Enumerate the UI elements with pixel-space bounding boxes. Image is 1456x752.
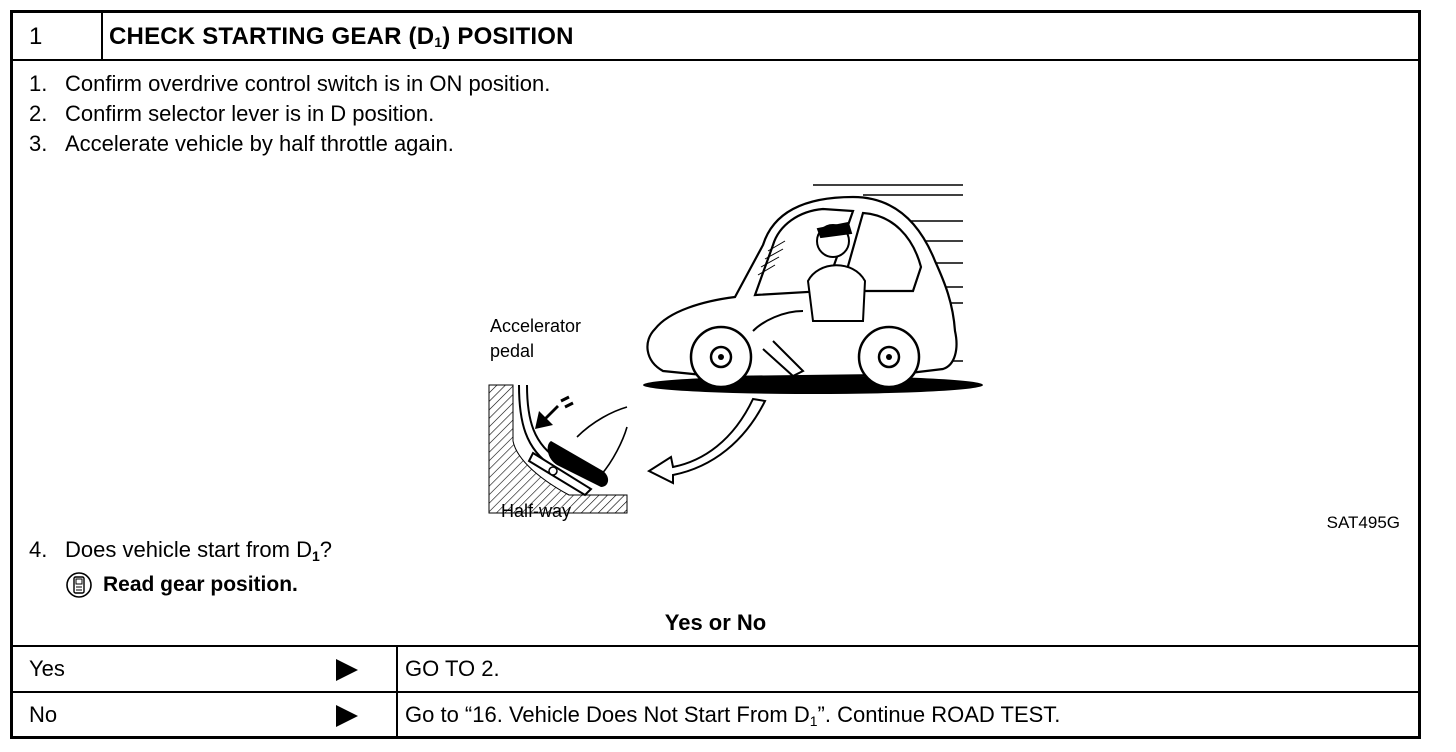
- answer-action: Go to “16. Vehicle Does Not Start From D…: [405, 693, 1060, 743]
- question-number: 4.: [29, 537, 48, 562]
- answer-label: Yes: [29, 656, 65, 681]
- right-triangle-arrow-icon: [336, 705, 358, 727]
- decision-label: Yes or No: [664, 610, 767, 635]
- read-gear-text: Read gear position.: [103, 573, 298, 596]
- title-prefix: CHECK STARTING GEAR (D: [109, 23, 435, 50]
- answer-row-no: No Go to “16. Vehicle Does Not Start Fro…: [13, 691, 1418, 736]
- step-item-text: Confirm selector lever is in D position.: [65, 101, 435, 126]
- answer-action-suffix: ”. Continue ROAD TEST.: [817, 702, 1061, 727]
- step-item: 3. Accelerate vehicle by half throttle ag…: [29, 131, 454, 157]
- answer-label: No: [29, 702, 58, 727]
- answer-action-text: GO TO 2.: [405, 656, 500, 681]
- halfway-label: Half-way: [501, 501, 572, 521]
- procedure-title: CHECK STARTING GEAR (D1) POSITION: [109, 13, 574, 61]
- pedal-label: pedal: [490, 341, 535, 361]
- answer-action-subscript: 1: [809, 713, 818, 729]
- accelerator-label: Accelerator: [490, 316, 582, 336]
- step-item-number: 1.: [29, 71, 48, 96]
- title-suffix: ) POSITION: [442, 23, 574, 50]
- answer-divider: [396, 693, 398, 736]
- step-item-number: 3.: [29, 131, 48, 156]
- answer-row-yes: Yes GO TO 2.: [13, 645, 1418, 691]
- right-triangle-arrow-icon: [336, 659, 358, 681]
- answer-action-text: Go to “16. Vehicle Does Not Start From D: [405, 702, 810, 727]
- title-subscript: 1: [434, 34, 443, 50]
- car-with-driver-illustration: [488, 184, 983, 514]
- step-item: 2. Confirm selector lever is in D positio…: [29, 101, 434, 127]
- answer-divider: [396, 647, 398, 691]
- step-item: 1. Confirm overdrive control switch is in…: [29, 71, 550, 97]
- figure-code: SAT495G: [1326, 513, 1400, 532]
- question-item: 4. Does vehicle start from D1?: [29, 537, 332, 564]
- question-subscript: 1: [311, 548, 320, 564]
- procedure-header: 1 CHECK STARTING GEAR (D1) POSITION: [13, 13, 1418, 61]
- consult-tool-icon: [66, 572, 92, 598]
- question-text: Does vehicle start from D: [65, 537, 312, 562]
- answer-action: GO TO 2.: [405, 647, 500, 691]
- accelerator-pedal-illustration: [488, 384, 628, 514]
- read-gear-instruction: Read gear position.: [65, 571, 298, 599]
- curved-arrow-icon: [646, 397, 767, 485]
- step-item-number: 2.: [29, 101, 48, 126]
- step-item-text: Confirm overdrive control switch is in O…: [65, 71, 551, 96]
- question-suffix: ?: [319, 537, 333, 562]
- step-item-text: Accelerate vehicle by half throttle agai…: [65, 131, 454, 156]
- step-number: 1: [13, 13, 103, 61]
- procedure-table: 1 CHECK STARTING GEAR (D1) POSITION 1.Co…: [10, 10, 1421, 739]
